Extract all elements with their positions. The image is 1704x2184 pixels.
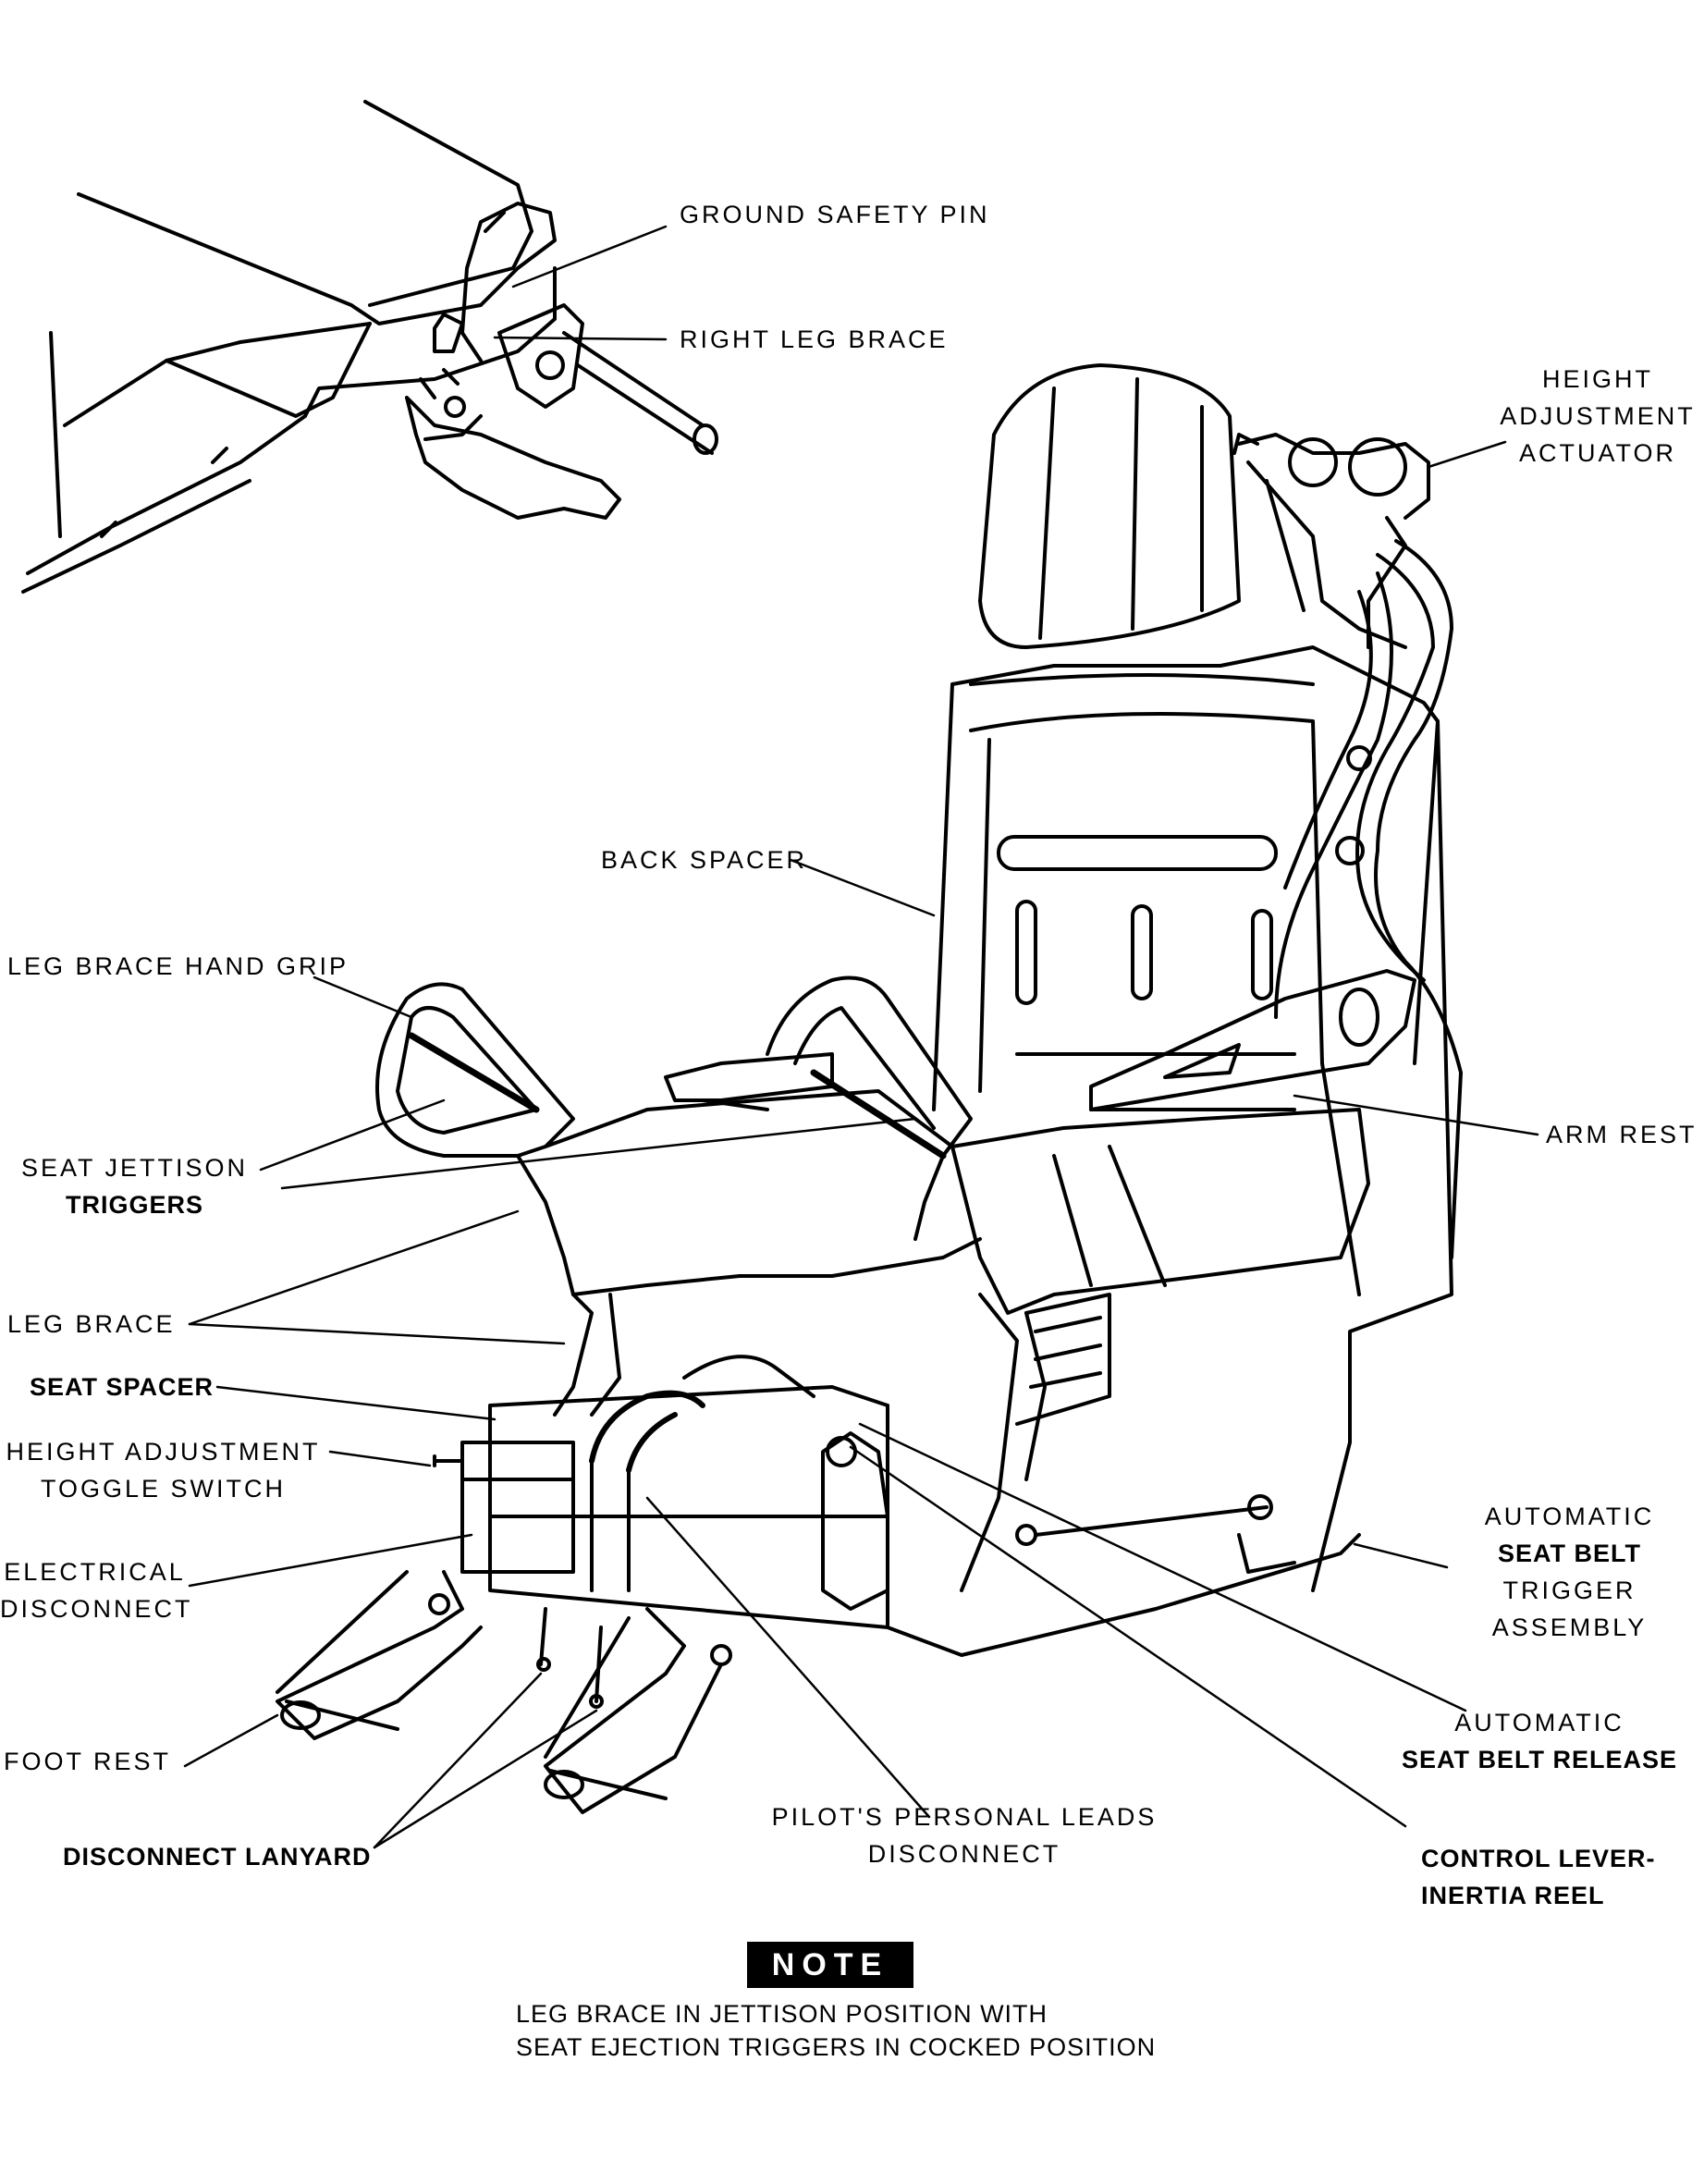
label-foot-rest: FOOT REST bbox=[4, 1748, 172, 1775]
label-automatic-seat-belt-trigger-assembly: AUTOMATIC SEAT BELT TRIGGER ASSEMBLY bbox=[1452, 1498, 1687, 1646]
label-line: HEIGHT bbox=[1541, 365, 1653, 393]
label-line: AUTOMATIC bbox=[1484, 1503, 1655, 1530]
label-line: SEAT JETTISON bbox=[20, 1154, 249, 1182]
label-leg-brace: LEG BRACE bbox=[7, 1310, 176, 1338]
label-pilots-personal-leads-disconnect: PILOT'S PERSONAL LEADS DISCONNECT bbox=[747, 1798, 1182, 1872]
label-line: TOGGLE SWITCH bbox=[40, 1475, 287, 1503]
label-line: DISCONNECT bbox=[0, 1595, 193, 1623]
seat-drawing bbox=[276, 363, 1463, 1814]
label-seat-jettison-triggers: SEAT JETTISON TRIGGERS bbox=[7, 1149, 262, 1223]
label-control-lever-inertia-reel: CONTROL LEVER- INERTIA REEL bbox=[1421, 1840, 1656, 1914]
label-line: HEIGHT ADJUSTMENT bbox=[6, 1438, 321, 1466]
note-line: SEAT EJECTION TRIGGERS IN COCKED POSITIO… bbox=[516, 2033, 1157, 2061]
label-height-adjustment-toggle-switch: HEIGHT ADJUSTMENT TOGGLE SWITCH bbox=[4, 1433, 323, 1507]
label-line: PILOT'S PERSONAL LEADS bbox=[771, 1803, 1158, 1831]
label-line: AUTOMATIC bbox=[1454, 1709, 1624, 1736]
label-line: ELECTRICAL bbox=[4, 1558, 186, 1586]
label-right-leg-brace: RIGHT LEG BRACE bbox=[680, 325, 949, 353]
label-disconnect-lanyard: DISCONNECT LANYARD bbox=[63, 1843, 372, 1871]
label-line: TRIGGER bbox=[1502, 1577, 1637, 1604]
inset-detail-drawing bbox=[21, 100, 718, 594]
label-line: ASSEMBLY bbox=[1491, 1613, 1648, 1641]
label-height-adjustment-actuator: HEIGHT ADJUSTMENT ACTUATOR bbox=[1496, 361, 1699, 472]
note-line: LEG BRACE IN JETTISON POSITION WITH bbox=[516, 2000, 1048, 2028]
label-line: ACTUATOR bbox=[1518, 439, 1676, 467]
label-line: INERTIA REEL bbox=[1421, 1882, 1605, 1909]
label-line: SEAT BELT bbox=[1498, 1540, 1641, 1567]
note-badge: NOTE bbox=[747, 1942, 913, 1988]
label-line: TRIGGERS bbox=[65, 1191, 203, 1219]
label-line: DISCONNECT bbox=[867, 1840, 1061, 1868]
label-electrical-disconnect: ELECTRICAL DISCONNECT bbox=[0, 1553, 190, 1627]
leader-lines bbox=[183, 225, 1539, 1849]
label-arm-rest: ARM REST bbox=[1546, 1121, 1698, 1148]
label-line: CONTROL LEVER- bbox=[1421, 1845, 1656, 1872]
note-text: LEG BRACE IN JETTISON POSITION WITH SEAT… bbox=[516, 1997, 1156, 2064]
label-leg-brace-hand-grip: LEG BRACE HAND GRIP bbox=[7, 952, 349, 980]
label-line: SEAT BELT RELEASE bbox=[1401, 1746, 1678, 1773]
label-automatic-seat-belt-release: AUTOMATIC SEAT BELT RELEASE bbox=[1391, 1704, 1687, 1778]
label-line: ADJUSTMENT bbox=[1500, 402, 1696, 430]
label-seat-spacer: SEAT SPACER bbox=[30, 1373, 215, 1401]
label-ground-safety-pin: GROUND SAFETY PIN bbox=[680, 201, 990, 228]
label-back-spacer: BACK SPACER bbox=[601, 846, 808, 874]
